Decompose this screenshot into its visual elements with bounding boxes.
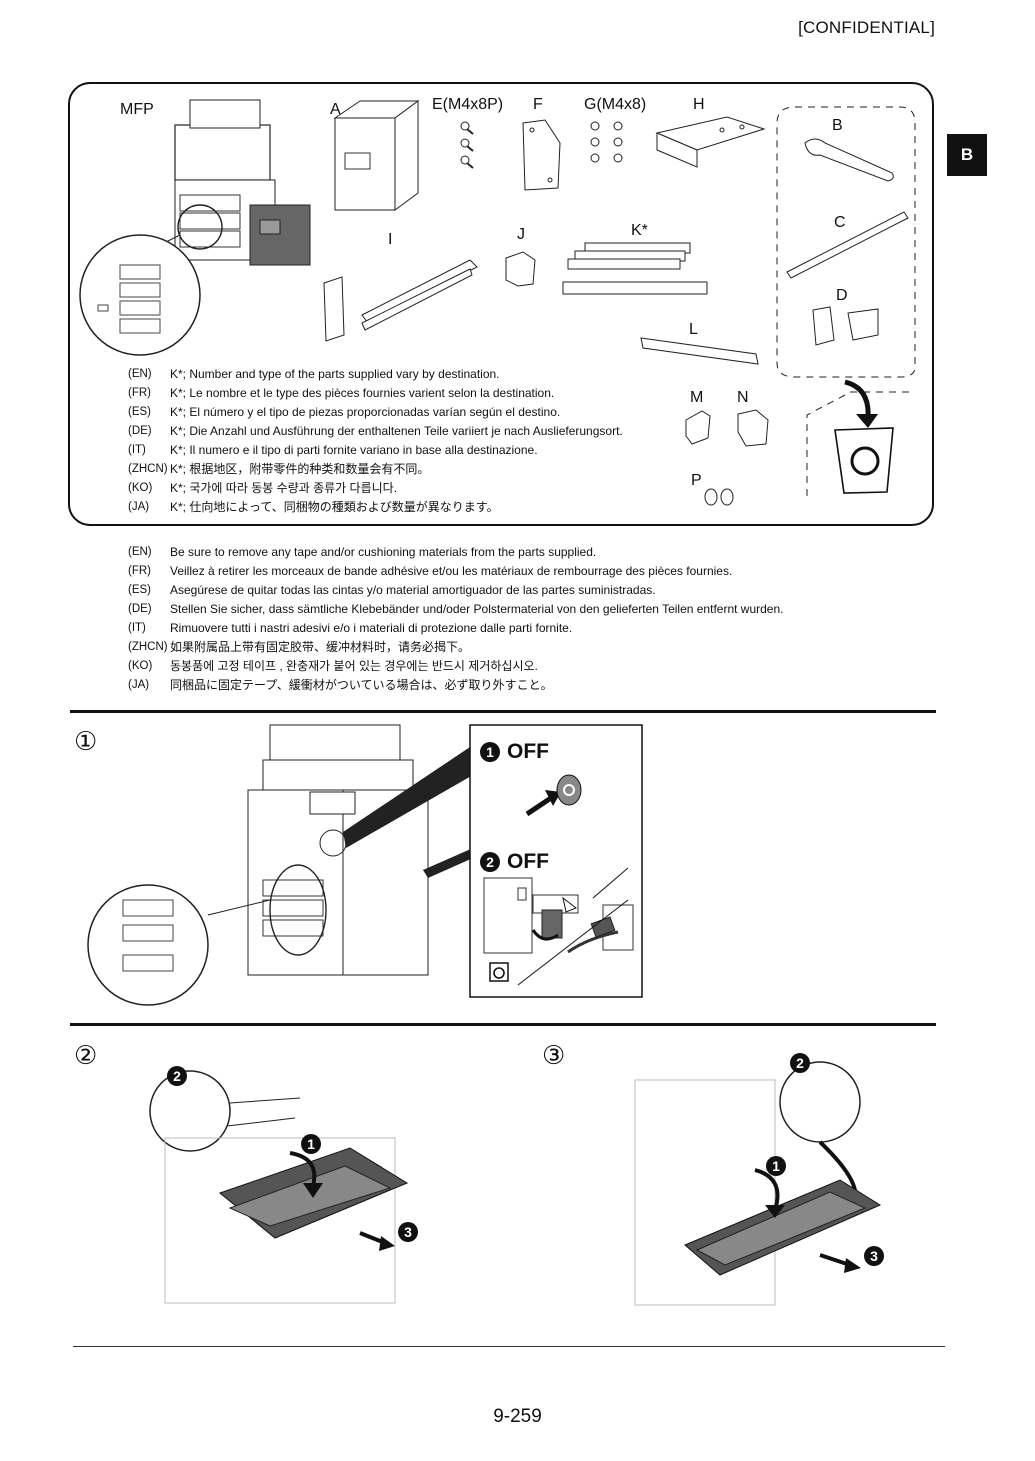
- step-3-callout-1: 1: [766, 1156, 786, 1176]
- part-label-i: I: [388, 231, 393, 248]
- parts-notes-list: (EN)K*; Number and type of the parts sup…: [128, 365, 623, 517]
- remove-notes-list: (EN)Be sure to remove any tape and/or cu…: [128, 543, 783, 695]
- note-row-ko: (KO)K*; 국가에 따라 동봉 수량과 종류가 다릅니다.: [128, 481, 398, 495]
- note-row-es: (ES)K*; El número y el tipo de piezas pr…: [128, 405, 561, 419]
- part-m-bracket-icon: [685, 410, 711, 445]
- recycle-bin-icon: [834, 427, 894, 494]
- note-row-ja: (JA)K*; 仕向地によって、同梱物の種類および数量が異なります。: [128, 500, 499, 514]
- part-n-bracket-icon: [737, 409, 769, 447]
- power-switch-plug-illustration[interactable]: [478, 860, 638, 990]
- recycle-group-outline: [776, 106, 916, 500]
- note-row-it: (IT)K*; Il numero e il tipo di parti for…: [128, 443, 538, 457]
- step-2-number: ②: [74, 1040, 98, 1070]
- remove-row-ja: (JA)同梱品に固定テープ、緩衝材がついている場合は、必ず取り外すこと。: [128, 678, 553, 692]
- step-2-callout-1: 1: [301, 1134, 321, 1154]
- note-row-fr: (FR)K*; Le nombre et le type des pièces …: [128, 386, 555, 400]
- step-3-cover-illustration: [634, 1061, 882, 1306]
- part-label-n: N: [737, 389, 749, 406]
- part-label-p: P: [691, 472, 702, 489]
- page-number: 9-259: [493, 1406, 542, 1427]
- footer-divider: [73, 1346, 945, 1347]
- step-3-callout-3: 3: [864, 1246, 884, 1266]
- part-h-bracket-icon: [655, 116, 766, 168]
- part-label-k: K*: [631, 222, 648, 239]
- part-label-b: B: [832, 117, 843, 134]
- step-1-number: ①: [74, 726, 98, 756]
- part-b-wrench-icon: [804, 138, 894, 182]
- part-j-holder-icon: [505, 251, 536, 287]
- part-label-j: J: [517, 226, 525, 243]
- part-p-rings-icon: [704, 488, 734, 506]
- remove-row-ko: (KO)동봉품에 고정 테이프 , 완충재가 붙어 있는 경우에는 반드시 제거…: [128, 659, 538, 673]
- part-a-feeder-icon: [333, 100, 420, 211]
- part-label-d: D: [836, 287, 848, 304]
- remove-row-it: (IT)Rimuovere tutti i nastri adesivi e/o…: [128, 621, 573, 635]
- part-g-screws-icon: [590, 121, 623, 163]
- part-c-rail-icon: [786, 211, 909, 279]
- parts-list-panel: [68, 82, 934, 526]
- section-divider: [70, 1023, 936, 1026]
- part-label-f: F: [533, 96, 543, 113]
- remove-row-fr: (FR)Veillez à retirer les morceaux de ba…: [128, 564, 733, 578]
- part-d-clips-icon: [812, 306, 879, 346]
- part-l-strip-icon: [640, 337, 759, 365]
- part-label-l: L: [689, 321, 698, 338]
- part-label-a: A: [330, 101, 341, 118]
- section-divider: [70, 710, 936, 713]
- mfp-illustration: [79, 99, 311, 356]
- step-1-mfp-illustration: [87, 724, 473, 1006]
- step-3-number: ③: [542, 1040, 566, 1070]
- part-label-e: E(M4x8P): [432, 96, 504, 113]
- part-e-screws-icon: [460, 121, 474, 169]
- part-label-mfp: MFP: [120, 101, 154, 118]
- step-2-callout-2: 2: [167, 1066, 187, 1086]
- confidential-label: [CONFIDENTIAL]: [798, 18, 935, 37]
- remove-row-en: (EN)Be sure to remove any tape and/or cu…: [128, 545, 597, 559]
- note-row-zhcn: (ZHCN)K*; 根据地区，附带零件的种类和数量会有不同。: [128, 462, 430, 476]
- power-button-icon[interactable]: [525, 772, 585, 822]
- note-row-en: (EN)K*; Number and type of the parts sup…: [128, 367, 500, 381]
- callout-badge: 1: [480, 742, 500, 762]
- step-2-callout-3: 3: [398, 1222, 418, 1242]
- step-3-callout-2: 2: [790, 1053, 810, 1073]
- remove-row-zhcn: (ZHCN)如果附属品上带有固定胶带、缓冲材料时，请务必揭下。: [128, 640, 471, 654]
- callout-badge: 2: [480, 852, 500, 872]
- discard-arrow-icon: [844, 379, 878, 428]
- step-2-cover-illustration: [149, 1070, 409, 1304]
- part-i-arm-icon: [323, 259, 478, 342]
- part-label-c: C: [834, 214, 846, 231]
- remove-row-es: (ES)Asegúrese de quitar todas las cintas…: [128, 583, 656, 597]
- section-tab[interactable]: B: [947, 134, 987, 176]
- note-row-de: (DE)K*; Die Anzahl und Ausführung der en…: [128, 424, 623, 438]
- part-label-g: G(M4x8): [584, 96, 647, 113]
- remove-row-de: (DE)Stellen Sie sicher, dass sämtliche K…: [128, 602, 784, 616]
- part-f-plate-icon: [522, 119, 561, 191]
- part-label-h: H: [693, 96, 705, 113]
- part-k-blocks-icon: [562, 242, 708, 295]
- part-label-m: M: [690, 389, 704, 406]
